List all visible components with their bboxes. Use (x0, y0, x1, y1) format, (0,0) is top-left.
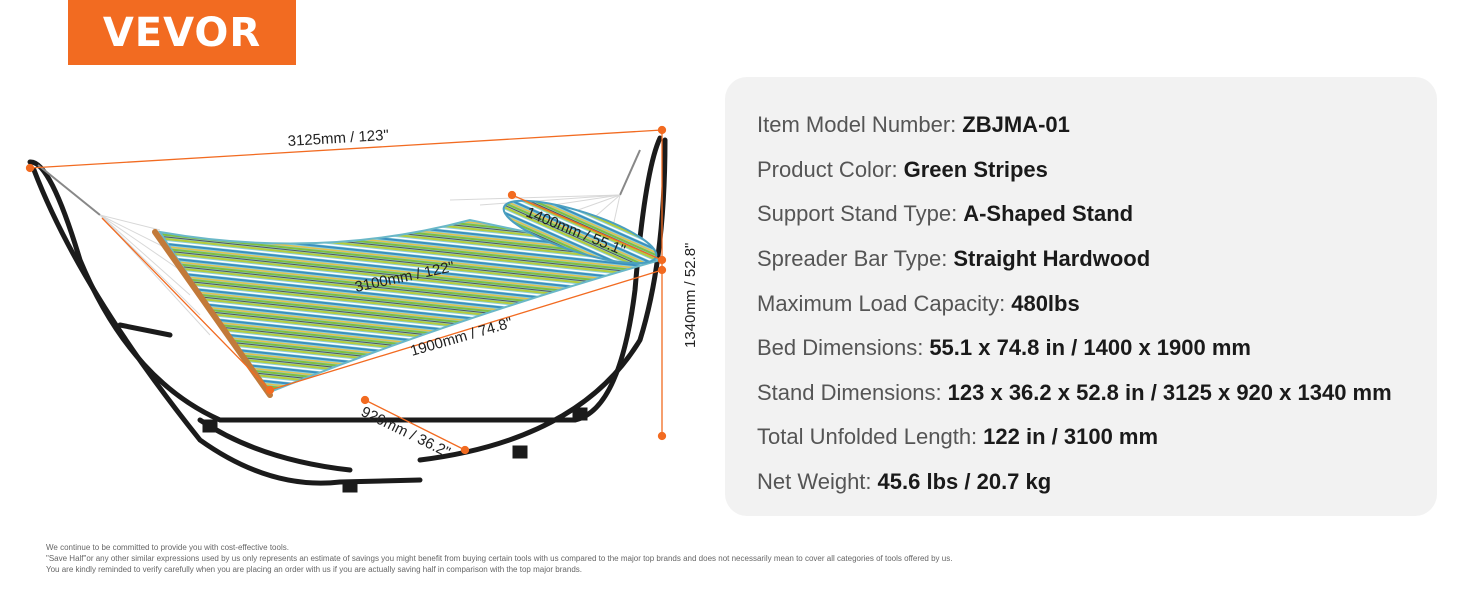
spec-row-load-capacity: Maximum Load Capacity: 480lbs (757, 281, 1437, 326)
dim-stand-width: 920mm / 36.2" (358, 403, 453, 461)
dim-overall-length: 3125mm / 123" (287, 127, 389, 150)
spec-row-net-weight: Net Weight: 45.6 lbs / 20.7 kg (757, 460, 1437, 505)
spec-value: Straight Hardwood (953, 246, 1151, 272)
spec-row-bed-dimensions: Bed Dimensions: 55.1 x 74.8 in / 1400 x … (757, 326, 1437, 371)
spec-label: Item Model Number: (757, 112, 957, 138)
vevor-logo: VEVOR (68, 0, 296, 65)
spec-value: 122 in / 3100 mm (983, 424, 1159, 450)
spec-label: Stand Dimensions: (757, 379, 942, 405)
spec-value: A-Shaped Stand (963, 201, 1134, 227)
spec-label: Bed Dimensions: (757, 335, 924, 361)
spec-row-unfolded-length: Total Unfolded Length: 122 in / 3100 mm (757, 415, 1437, 460)
footnote-line: We continue to be committed to provide y… (46, 543, 289, 552)
footnote: We continue to be committed to provide y… (46, 542, 1146, 575)
spec-label: Maximum Load Capacity: (757, 290, 1006, 316)
spec-label: Total Unfolded Length: (757, 424, 978, 450)
spec-value: Green Stripes (903, 156, 1048, 182)
footnote-line: "Save Half"or any other similar expressi… (46, 554, 953, 563)
spec-value: 123 x 36.2 x 52.8 in / 3125 x 920 x 1340… (947, 379, 1392, 405)
logo-text: VEVOR (102, 9, 262, 56)
spec-row-spreader-bar: Spreader Bar Type: Straight Hardwood (757, 237, 1437, 282)
spec-value: ZBJMA-01 (962, 112, 1070, 138)
spec-value: 45.6 lbs / 20.7 kg (877, 469, 1052, 495)
spec-row-color: Product Color: Green Stripes (757, 148, 1437, 193)
spec-row-model: Item Model Number: ZBJMA-01 (757, 103, 1437, 148)
footnote-line: You are kindly reminded to verify carefu… (46, 565, 582, 574)
spec-label: Support Stand Type: (757, 201, 958, 227)
spec-label: Net Weight: (757, 469, 872, 495)
spec-row-stand-dimensions: Stand Dimensions: 123 x 36.2 x 52.8 in /… (757, 371, 1437, 416)
dim-height: 1340mm / 52.8" (682, 243, 699, 348)
spec-value: 55.1 x 74.8 in / 1400 x 1900 mm (929, 335, 1251, 361)
dimension-lines (25, 125, 667, 455)
pillow (502, 199, 658, 265)
chains (37, 149, 641, 216)
spreader-bar (152, 229, 273, 398)
spec-value: 480lbs (1011, 290, 1080, 316)
spec-label: Product Color: (757, 156, 898, 182)
hammock-diagram: 3125mm / 123" 1400mm / 55.1" 3100mm / 12… (25, 125, 699, 493)
spec-row-stand-type: Support Stand Type: A-Shaped Stand (757, 192, 1437, 237)
spec-label: Spreader Bar Type: (757, 246, 948, 272)
spec-card: Item Model Number: ZBJMA-01 Product Colo… (725, 77, 1437, 516)
stand-frame (27, 135, 668, 493)
